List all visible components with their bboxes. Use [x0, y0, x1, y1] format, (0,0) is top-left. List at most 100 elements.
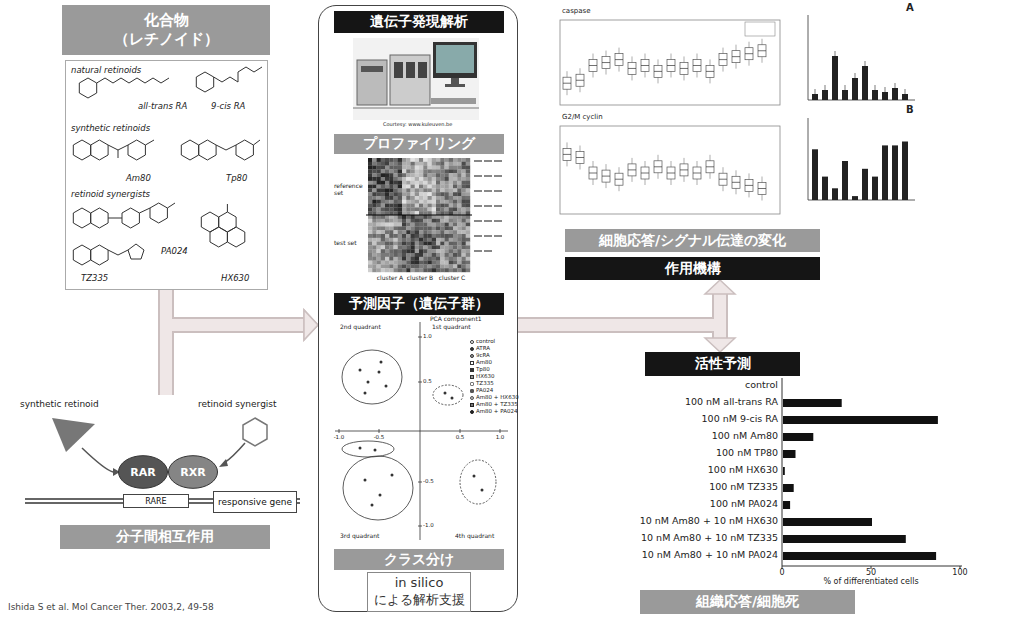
node-text: 活性予測	[695, 355, 751, 373]
heatmap-cell	[372, 223, 376, 227]
heatmap-cell	[466, 188, 470, 192]
heatmap-cell	[428, 177, 432, 181]
heatmap-cell	[419, 238, 423, 242]
heatmap-cell	[381, 253, 385, 257]
heatmap-cell	[389, 181, 393, 185]
heatmap-cell	[394, 207, 398, 211]
heatmap-cell	[394, 242, 398, 246]
node-text: RARE	[145, 497, 166, 506]
heatmap-cell	[457, 177, 461, 181]
heatmap-cell	[368, 166, 372, 170]
heatmap-cell	[453, 158, 457, 162]
heatmap-cell	[449, 181, 453, 185]
median	[758, 50, 766, 51]
heatmap-cell	[402, 245, 406, 249]
heatmap-cell	[440, 249, 444, 253]
heatmap-cell	[398, 215, 402, 219]
heatmap-cell	[406, 192, 410, 196]
heatmap-cell	[402, 192, 406, 196]
heatmap-cell	[453, 166, 457, 170]
heatmap-cell	[372, 162, 376, 166]
heatmap-cell	[445, 162, 449, 166]
flow-arrow	[166, 290, 304, 325]
annotation-mark	[494, 220, 502, 222]
heatmap-cell	[440, 158, 444, 162]
heatmap-cell	[394, 185, 398, 189]
heatmap-cell	[449, 226, 453, 230]
heatmap-cell	[462, 169, 466, 173]
legend-marker	[470, 361, 474, 365]
heatmap-cell	[440, 196, 444, 200]
receptor-ellipse: RAR	[118, 455, 168, 489]
heatmap-cell	[398, 169, 402, 173]
heatmap-cell	[389, 223, 393, 227]
heatmap-cell	[372, 226, 376, 230]
heatmap-cell	[423, 253, 427, 257]
result-band: 組織応答/細胞死	[640, 590, 855, 614]
heatmap-cell	[466, 177, 470, 181]
heatmap-cell	[436, 207, 440, 211]
heatmap-cell	[466, 196, 470, 200]
heatmap-cell	[436, 226, 440, 230]
heatmap-cell	[453, 177, 457, 181]
heatmap-cell	[411, 166, 415, 170]
heatmap-cell	[372, 261, 376, 265]
node-text: 9-cis RA	[211, 101, 245, 111]
heatmap-cell	[406, 226, 410, 230]
heatmap-cell	[368, 215, 372, 219]
heatmap-cell	[440, 264, 444, 268]
heatmap-cell	[457, 223, 461, 227]
legend-text: Am80 + TZ335	[476, 402, 518, 408]
heatmap-cell	[381, 192, 385, 196]
heatmap-cell	[406, 249, 410, 253]
heatmap-cell	[428, 257, 432, 261]
heatmap-cell	[423, 230, 427, 234]
heatmap-cell	[415, 234, 419, 238]
heatmap-cell	[411, 188, 415, 192]
heatmap-cell	[372, 249, 376, 253]
legend-marker	[470, 389, 474, 393]
heatmap-cell	[415, 196, 419, 200]
heatmap-cell	[411, 238, 415, 242]
heatmap-cell	[377, 177, 381, 181]
heatmap-cell	[428, 169, 432, 173]
heatmap-cell	[423, 234, 427, 238]
heatmap-cell	[462, 238, 466, 242]
heatmap-cell	[449, 245, 453, 249]
heatmap-cell	[385, 204, 389, 208]
heatmap-cell	[453, 162, 457, 166]
heatmap-cell	[398, 181, 402, 185]
heatmap-cell	[466, 261, 470, 265]
heatmap-cell	[402, 173, 406, 177]
heatmap-cell	[423, 219, 427, 223]
section-header: 化合物 （レチノイド）	[62, 5, 270, 55]
heatmap-cell	[372, 188, 376, 192]
heatmap-cell	[406, 257, 410, 261]
heatmap-cell	[398, 223, 402, 227]
set-label: test set	[334, 240, 357, 247]
annotation-mark	[494, 175, 502, 177]
heatmap-cell	[445, 226, 449, 230]
heatmap-cell	[445, 196, 449, 200]
heatmap-cell	[445, 215, 449, 219]
box	[628, 62, 636, 74]
tick-label: 1.0	[496, 434, 505, 440]
legend-marker	[470, 382, 474, 386]
heatmap-cell	[406, 181, 410, 185]
heatmap-cell	[436, 234, 440, 238]
heatmap-cell	[449, 215, 453, 219]
heatmap-cell	[428, 242, 432, 246]
annotation-mark	[484, 160, 492, 162]
tick-label: -1.0	[334, 434, 345, 440]
heatmap-cell	[377, 268, 381, 272]
legend-text: TZ335	[476, 381, 494, 387]
heatmap-cell	[385, 185, 389, 189]
row-label: 100 nM Am80	[712, 431, 778, 441]
heatmap-cell	[389, 226, 393, 230]
heatmap-cell	[411, 169, 415, 173]
heatmap-cell	[453, 173, 457, 177]
node-text: 作用機構	[665, 260, 721, 278]
heatmap-cell	[419, 261, 423, 265]
heatmap-cell	[419, 162, 423, 166]
bar	[862, 169, 868, 200]
